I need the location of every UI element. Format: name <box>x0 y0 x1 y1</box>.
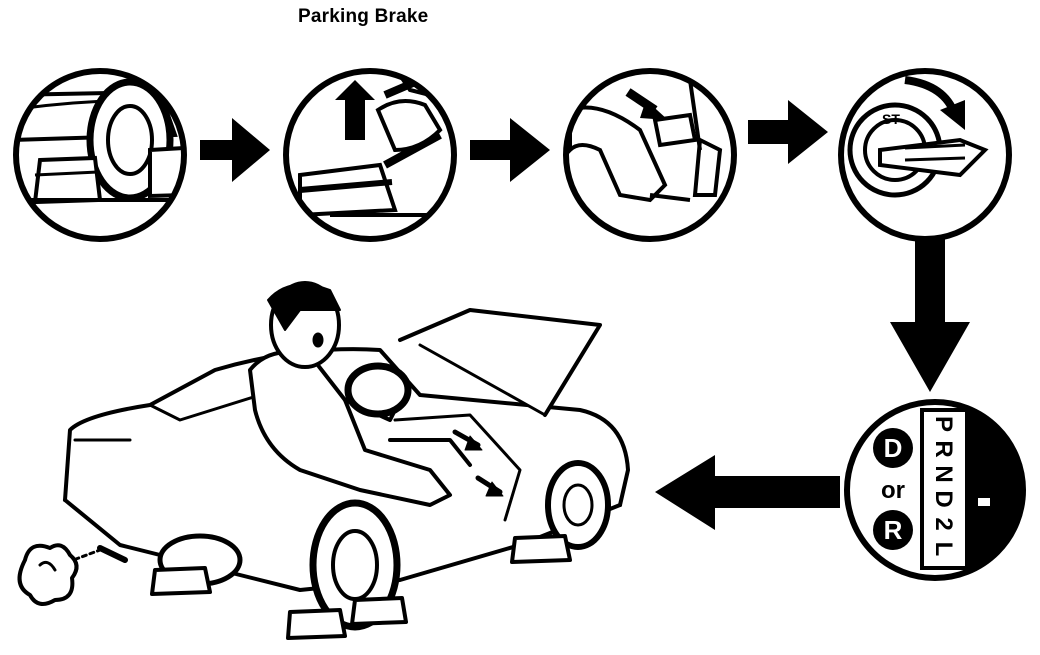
arrow-left <box>655 455 840 530</box>
key-mark: ST <box>882 111 900 127</box>
arrow-right-2 <box>470 118 550 182</box>
gear-letter-D: D <box>930 490 957 507</box>
ignition-key-icon: ST <box>847 76 989 198</box>
step-parking-brake-circle <box>283 68 457 242</box>
gear-letter-2: 2 <box>930 517 957 530</box>
gear-d-label: D <box>884 433 903 463</box>
arrow-right-1 <box>200 118 270 182</box>
wheel-chock-icon <box>16 78 184 205</box>
gear-letter-R: R <box>930 440 957 457</box>
step-ignition-circle: ST <box>838 68 1012 242</box>
gear-letter-P: P <box>930 416 957 432</box>
gear-letter-N: N <box>930 465 957 482</box>
driver-in-car-icon <box>17 281 630 640</box>
gear-r-label: R <box>884 515 903 545</box>
gear-letter-L: L <box>930 542 957 557</box>
parking-brake-lever-icon <box>298 71 454 218</box>
step-chock-circle <box>13 68 187 242</box>
step-brake-pedal-circle <box>563 68 737 242</box>
gear-or-label: or <box>881 477 905 504</box>
parking-brake-label: Parking Brake <box>298 6 429 27</box>
brake-pedal-icon <box>568 79 723 203</box>
arrow-down <box>890 236 970 392</box>
arrow-right-3 <box>748 100 828 164</box>
